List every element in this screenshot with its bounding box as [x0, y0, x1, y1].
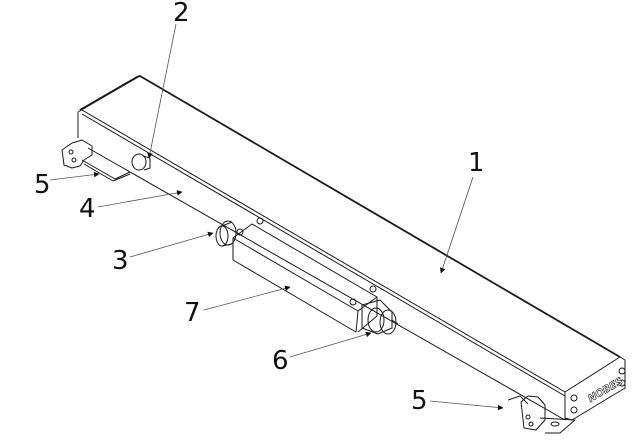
callout-4: 4 [79, 194, 96, 224]
callout-5-right: 5 [411, 386, 428, 416]
leader-3 [129, 231, 214, 258]
leader-7 [203, 285, 291, 311]
callout-1: 1 [468, 148, 485, 178]
brand-logo: NOBES [586, 376, 625, 405]
leader-6 [289, 331, 372, 358]
leader-1 [439, 176, 474, 274]
callout-2: 2 [173, 0, 190, 28]
leader-4 [97, 190, 183, 208]
callout-5-left: 5 [34, 170, 51, 200]
cable-gland-left [215, 220, 237, 247]
end-cap-screws [570, 367, 626, 414]
mounting-bracket-left [61, 139, 131, 182]
leader-5a [49, 171, 100, 181]
leader-lines [49, 23, 504, 411]
leader-5b [429, 400, 504, 411]
main-housing [77, 75, 626, 421]
junction-box [232, 217, 378, 333]
leader-2 [147, 23, 177, 159]
callout-7: 7 [184, 298, 201, 328]
end-cap-knob [131, 153, 151, 171]
callout-6: 6 [272, 346, 289, 376]
callout-3: 3 [112, 246, 129, 276]
cable-gland-right [361, 299, 399, 335]
mounting-bracket-right [507, 395, 576, 434]
